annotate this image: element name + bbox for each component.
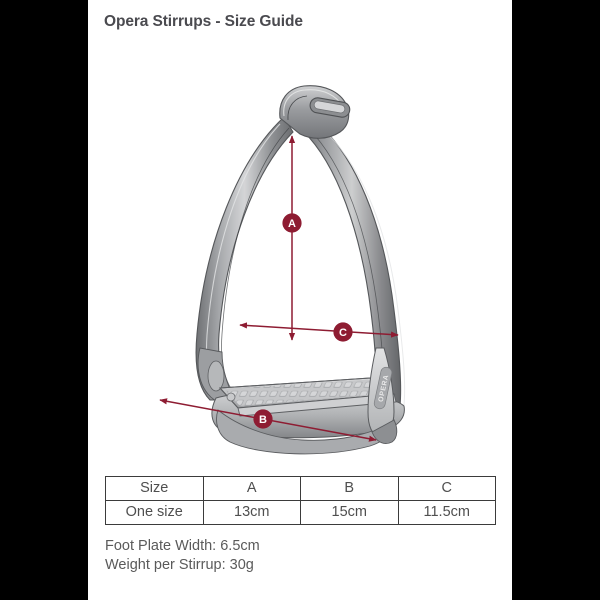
table-header-b: B	[300, 476, 399, 501]
table-header-size: Size	[105, 476, 204, 501]
dimension-line-c	[239, 322, 399, 338]
svg-text:C: C	[339, 327, 347, 339]
size-guide-table: Size A B C One size 13cm 15cm 11.5cm	[105, 476, 496, 525]
content-panel: Opera Stirrups - Size Guide	[88, 0, 512, 600]
svg-text:A: A	[288, 218, 296, 230]
marker-a: A	[282, 213, 302, 233]
page-title: Opera Stirrups - Size Guide	[104, 13, 303, 30]
table-row: One size 13cm 15cm 11.5cm	[105, 500, 496, 525]
dimension-markers: A C B	[253, 213, 353, 429]
cell-c-value: 11.5cm	[397, 500, 496, 525]
table-header-a: A	[202, 476, 301, 501]
note-foot-plate-width: Foot Plate Width: 6.5cm	[105, 538, 260, 554]
table-header-row: Size A B C	[105, 476, 496, 501]
cell-size-value: One size	[105, 500, 204, 525]
letterbox-right	[512, 0, 600, 600]
svg-text:B: B	[259, 414, 267, 426]
stirrup-diagram: OPERA	[88, 48, 512, 458]
marker-b: B	[253, 409, 273, 429]
cell-a-value: 13cm	[202, 500, 301, 525]
marker-c: C	[333, 322, 353, 342]
note-weight-per-stirrup: Weight per Stirrup: 30g	[105, 557, 254, 573]
stirrup-eyelet	[309, 97, 351, 118]
table-header-c: C	[397, 476, 496, 501]
letterbox-left	[0, 0, 88, 600]
cell-b-value: 15cm	[300, 500, 399, 525]
stirrup-illustration: OPERA	[195, 85, 406, 455]
